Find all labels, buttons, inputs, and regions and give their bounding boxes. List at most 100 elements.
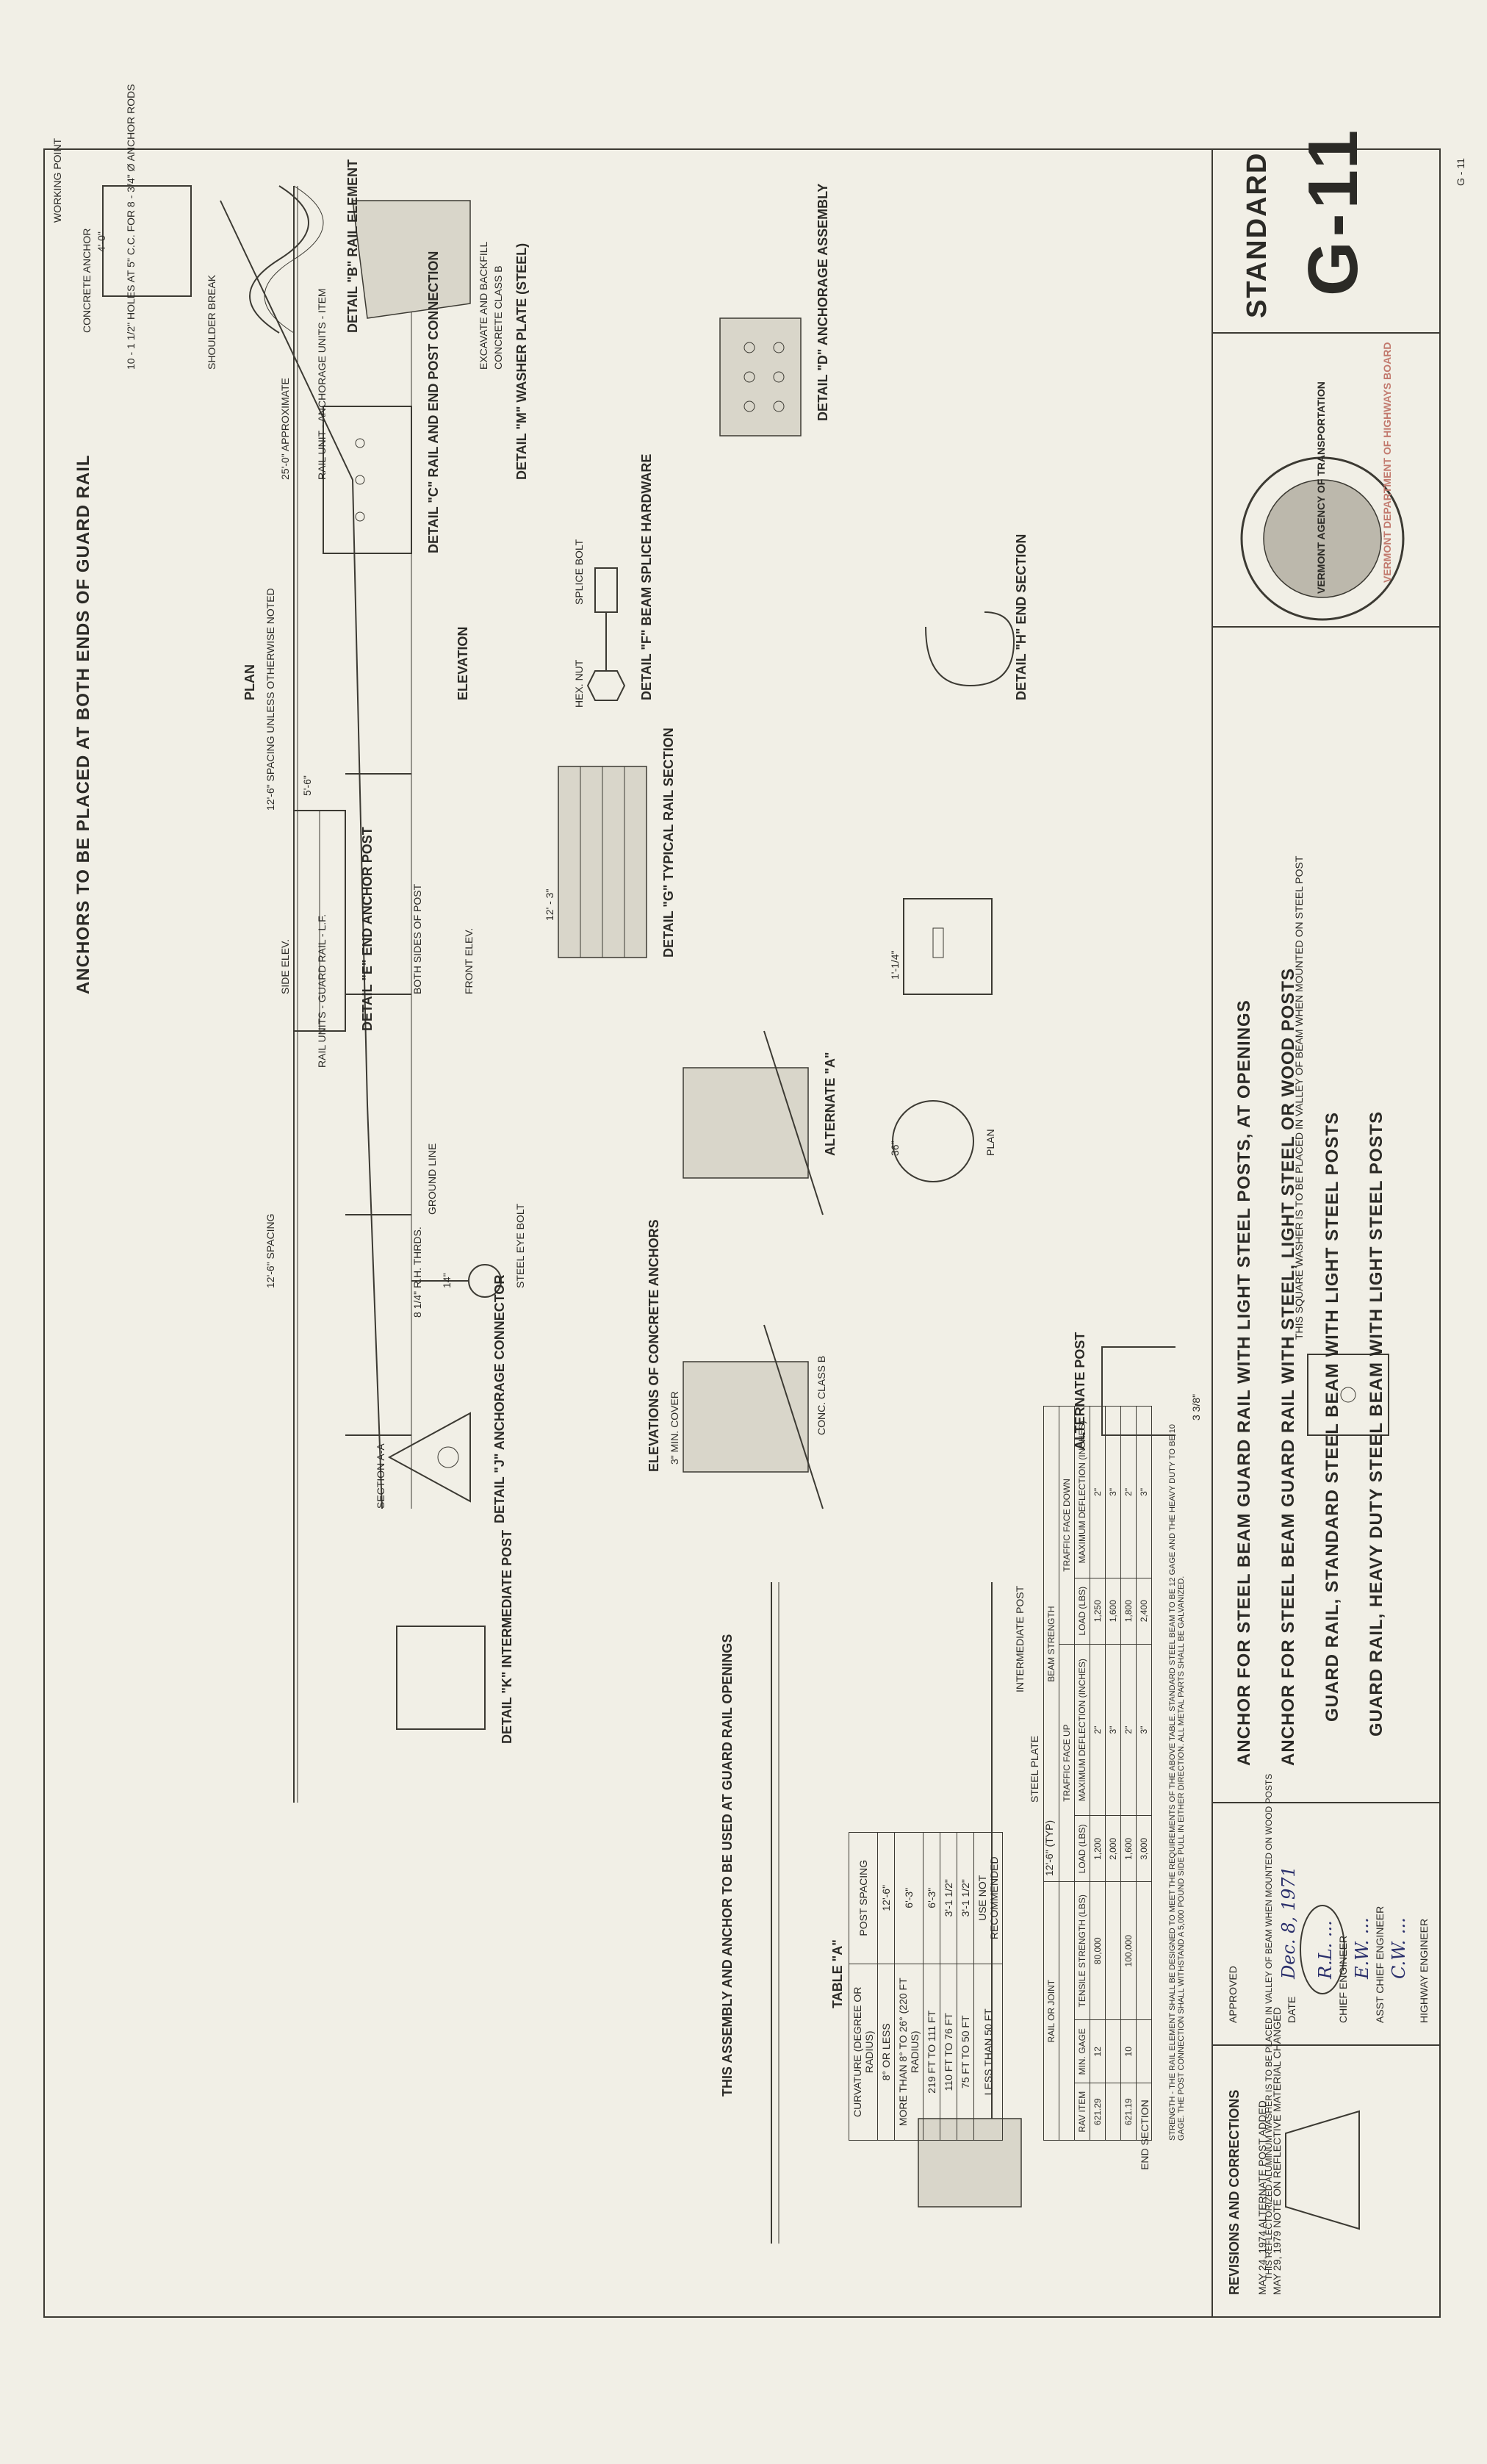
approx-label: 25'-0" APPROXIMATE <box>279 378 291 480</box>
detail-j-label: DETAIL "J" ANCHORAGE CONNECTOR <box>492 1274 507 1523</box>
sheet-mark: G - 11 <box>1455 158 1466 186</box>
reflector-washer <box>1285 2110 1360 2230</box>
bolt-hole <box>744 401 755 412</box>
detail-h-label: DETAIL "H" END SECTION <box>1014 534 1029 700</box>
table-cell: 3,000 <box>1136 1815 1152 1882</box>
revisions-title: REVISIONS AND CORRECTIONS <box>1227 2089 1242 2295</box>
table-cell <box>1136 1881 1152 2020</box>
table-cell: 110 FT TO 76 FT <box>940 1964 957 2141</box>
date-label: DATE <box>1286 1996 1297 2023</box>
working-point-label: WORKING POINT <box>51 137 63 223</box>
table-cell: 3" <box>1105 1644 1121 1816</box>
bolt-hole <box>744 371 755 383</box>
strength-group-header: RAIL OR JOINT <box>1043 1881 1059 2141</box>
elevation-label: ELEVATION <box>456 626 470 700</box>
strength-group-row: RAIL OR JOINT BEAM STRENGTH <box>1043 1406 1059 2141</box>
strength-header: RAV ITEM <box>1074 2083 1090 2141</box>
signature-3: C.W. ... <box>1389 1917 1409 1979</box>
table-a-title: TABLE "A" <box>830 1939 845 2008</box>
strength-header: MIN. GAGE <box>1074 2019 1090 2083</box>
dim-12-3: 12' - 3" <box>544 888 555 921</box>
opening-anchor-block <box>918 2118 1022 2208</box>
table-cell: 12'-6" <box>877 1832 895 1964</box>
bolt-hole <box>773 401 785 412</box>
anchor-units-label: RAIL UNIT - ANCHORAGE UNITS - ITEM <box>316 288 328 480</box>
anchorage-plate <box>719 317 802 437</box>
signature-1: R.L. ... <box>1315 1920 1336 1979</box>
washer-note: THIS SQUARE WASHER IS TO BE PLACED IN VA… <box>1293 855 1305 1340</box>
min-cover-label: 3" MIN. COVER <box>669 1391 680 1465</box>
seal-text: VERMONT AGENCY OF TRANSPORTATION <box>1315 381 1327 594</box>
drawing-title-1: ANCHOR FOR STEEL BEAM GUARD RAIL WITH LI… <box>1234 999 1254 1766</box>
spacing-label-2: 12'-6" SPACING <box>264 1213 276 1288</box>
dim-5-6: 5'-6" <box>301 775 313 796</box>
alternate-a-label: ALTERNATE "A" <box>823 1052 838 1156</box>
signature-2: E.W. ... <box>1352 1917 1372 1979</box>
elevation-concrete-block <box>352 200 471 319</box>
table-a-header: CURVATURE (DEGREE OR RADIUS) <box>849 1964 878 2141</box>
table-a: CURVATURE (DEGREE OR RADIUS) POST SPACIN… <box>849 1832 1003 2141</box>
standard-label: STANDARD <box>1242 151 1272 318</box>
hex-nut-label: HEX. NUT <box>573 659 585 708</box>
table-cell: 1,250 <box>1090 1578 1106 1645</box>
openings-note: THIS ASSEMBLY AND ANCHOR TO BE USED AT G… <box>720 1634 735 2097</box>
table-cell: 3'-1 1/2" <box>940 1832 957 1964</box>
strength-table: RAIL OR JOINT BEAM STRENGTH TRAFFIC FACE… <box>1043 1406 1152 2141</box>
spacing-label-1: 12'-6" SPACING UNLESS OTHERWISE NOTED <box>264 588 276 811</box>
detail-c-label: DETAIL "C" RAIL AND END POST CONNECTION <box>426 251 441 553</box>
concrete-anchor-label: CONCRETE ANCHOR <box>81 228 93 333</box>
drawing-title-3: GUARD RAIL, STANDARD STEEL BEAM WITH LIG… <box>1322 1111 1342 1722</box>
drawing-title-4: GUARD RAIL, HEAVY DUTY STEEL BEAM WITH L… <box>1367 1110 1386 1736</box>
approval-date: Dec. 8, 1971 <box>1278 1866 1299 1979</box>
strength-header: TENSILE STRENGTH (LBS) <box>1074 1881 1090 2020</box>
detail-b-label: DETAIL "B" RAIL ELEMENT <box>345 159 360 333</box>
concrete-class-b-2: CONC. CLASS B <box>815 1355 827 1435</box>
table-cell: LESS THAN 50 FT <box>973 1964 1003 2141</box>
bolt-hole <box>355 438 365 448</box>
slope-line-2 <box>763 1324 824 1509</box>
table-cell: 12 <box>1090 2019 1106 2083</box>
table-cell: 3" <box>1105 1406 1121 1578</box>
dim-3-3-8: 3 3/8" <box>1190 1393 1202 1420</box>
bolt-hole <box>355 475 365 485</box>
concrete-anchors-title: ELEVATIONS OF CONCRETE ANCHORS <box>647 1219 661 1472</box>
table-a-header: POST SPACING <box>849 1832 878 1964</box>
end-section-curl <box>925 611 1015 687</box>
bolt-hole <box>744 342 755 353</box>
plan-anchor-square <box>903 898 993 995</box>
concrete-anchor-block-1 <box>683 1067 809 1179</box>
eye-bolt-label: STEEL EYE BOLT <box>514 1203 526 1288</box>
washer-hole <box>1340 1387 1356 1403</box>
table-cell: 2" <box>1120 1406 1137 1578</box>
table-cell <box>1136 2083 1152 2141</box>
concrete-class-b: CONCRETE CLASS B <box>492 265 504 370</box>
strength-group-header: TRAFFIC FACE DOWN <box>1059 1406 1075 1645</box>
table-cell: 621.29 <box>1090 2083 1106 2141</box>
table-cell: 621.19 <box>1120 2083 1137 2141</box>
detail-g-label: DETAIL "G" TYPICAL RAIL SECTION <box>661 728 676 958</box>
table-cell: 6'-3" <box>894 1832 923 1964</box>
table-cell: 80,000 <box>1090 1881 1106 2020</box>
end-post-connection <box>323 406 412 554</box>
table-cell: 2,400 <box>1136 1578 1152 1645</box>
plan-label: PLAN <box>242 664 257 700</box>
table-cell: 2" <box>1090 1406 1106 1578</box>
front-elev-label: FRONT ELEV. <box>463 927 475 994</box>
intermediate-post-label: INTERMEDIATE POST <box>1014 1585 1026 1692</box>
bolt-hole <box>773 371 785 383</box>
detail-e-label: DETAIL "E" END ANCHOR POST <box>360 827 375 1031</box>
approved-label: APPROVED <box>1227 1966 1239 2023</box>
table-cell: 3" <box>1136 1644 1152 1816</box>
rail-element-profile <box>249 185 309 334</box>
section-aa-label: SECTION A-A <box>375 1443 386 1509</box>
table-cell: 75 FT TO 50 FT <box>957 1964 974 2141</box>
strength-subgroup-row: TRAFFIC FACE UP TRAFFIC FACE DOWN <box>1059 1406 1075 2141</box>
